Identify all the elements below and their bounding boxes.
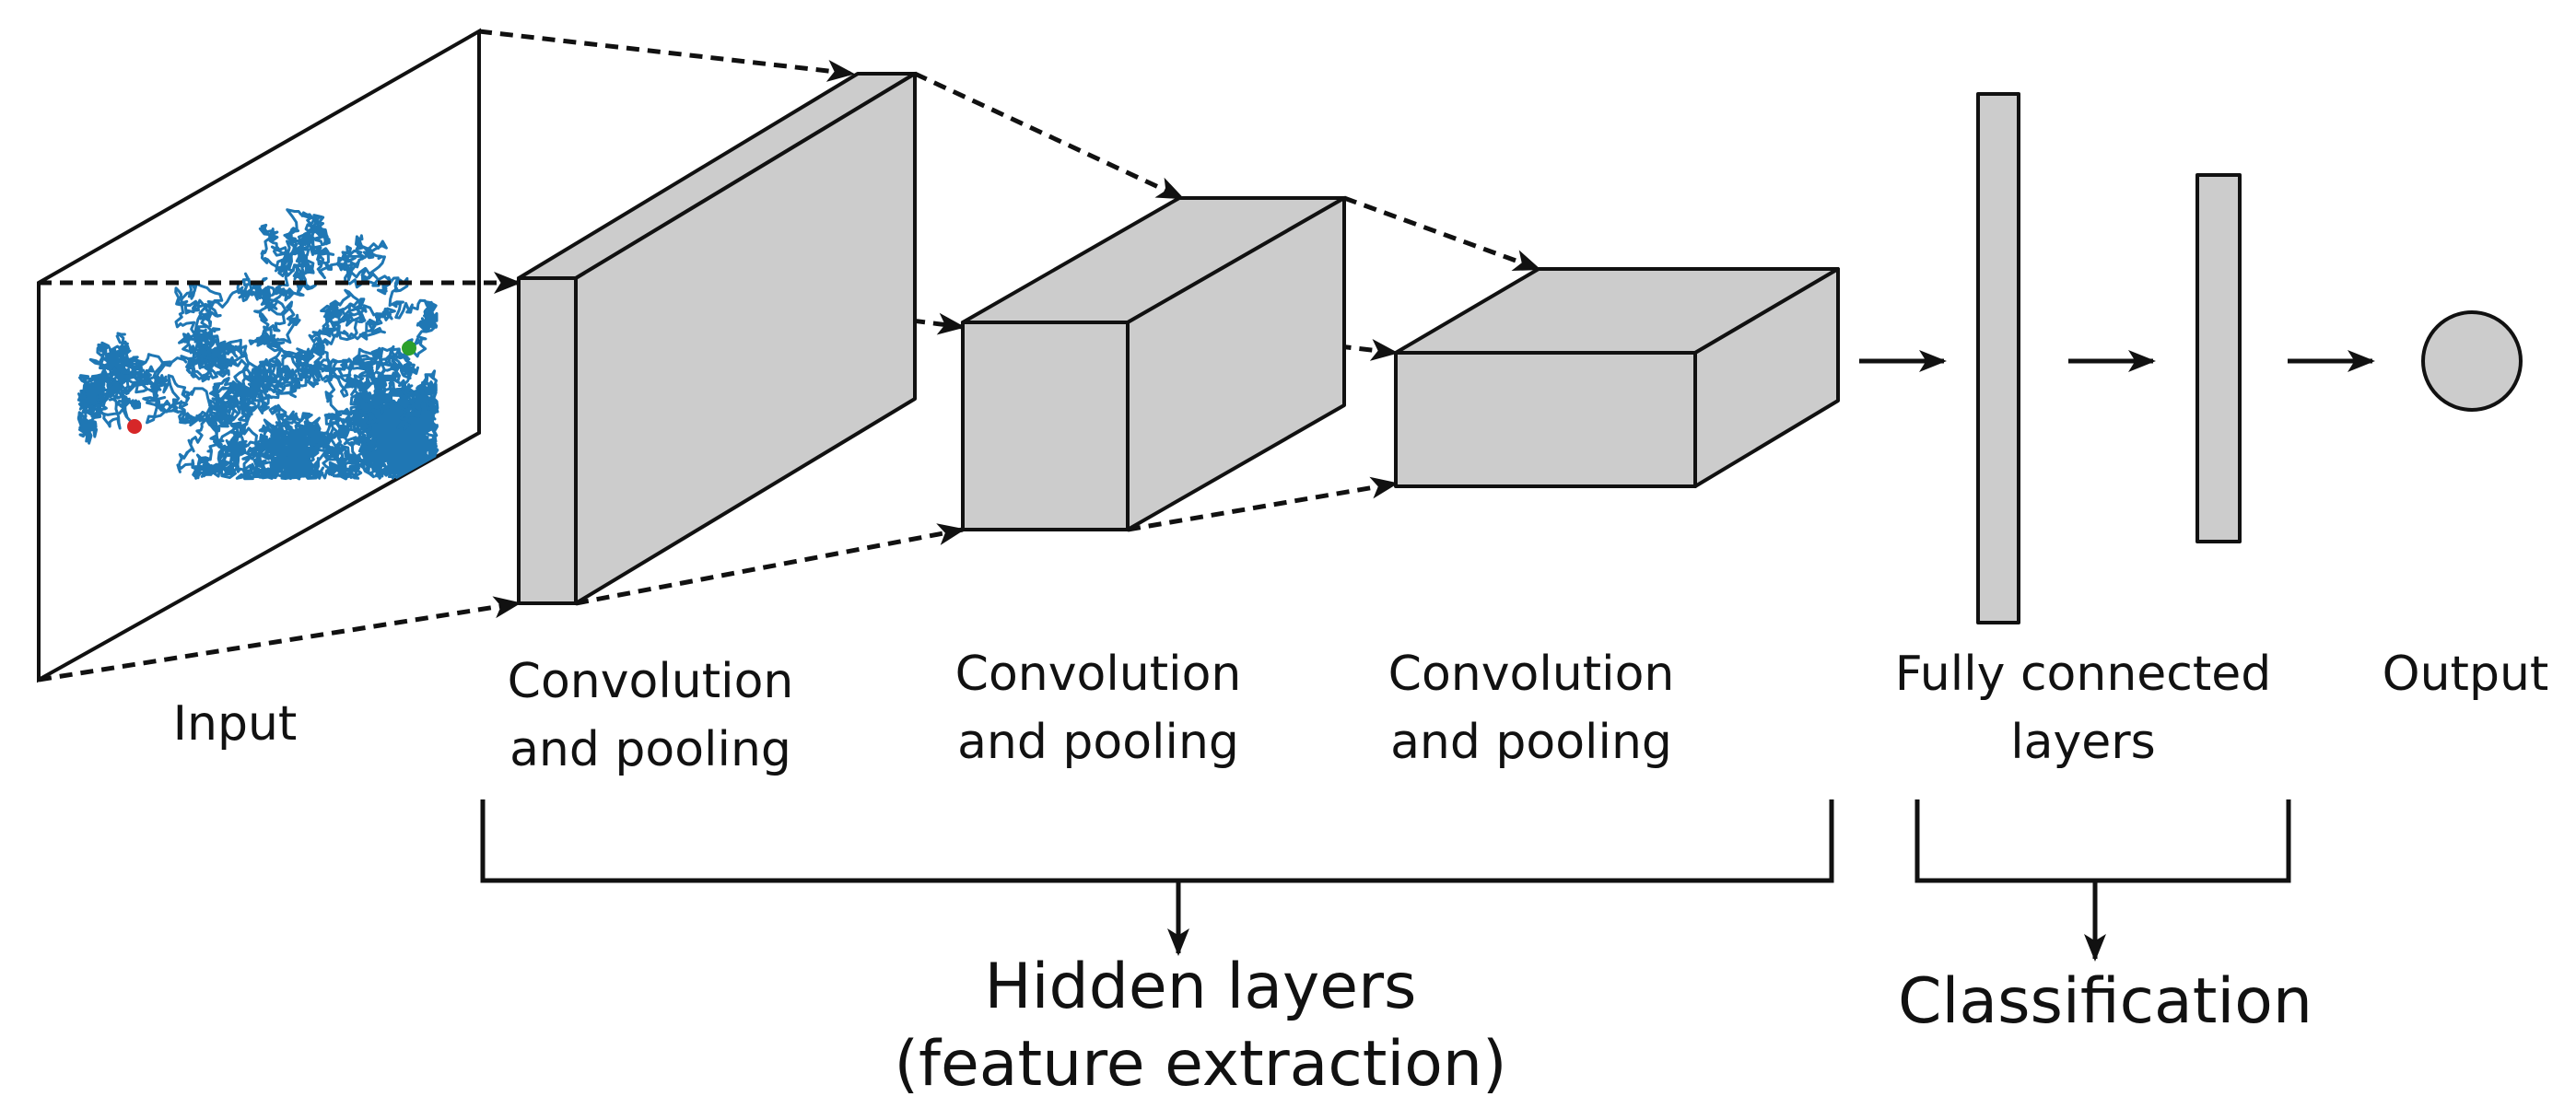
hidden-layers-label-line2: (feature extraction) [895,1028,1507,1101]
arrow-input-to-conv1-top [478,29,855,82]
input-label: Input [173,696,298,752]
classification-bracket [1914,799,2291,962]
arrow-conv1-to-conv2-bottom [575,523,966,606]
output-node [2421,310,2523,412]
output-label: Output [2383,647,2549,702]
conv2-label-line1: Convolution [955,647,1242,702]
conv-block-3 [1394,267,1840,488]
input-image-plane [37,28,481,683]
arrow-conv2-to-conv3-bottom [1127,476,1399,532]
walk-start-marker [127,419,142,434]
fc-label-line2: layers [2010,715,2156,770]
arrow-conv1-to-conv2-top [913,71,1185,201]
conv-block-2 [961,196,1346,531]
hidden-layers-bracket [480,799,1834,956]
hidden-layers-label-line1: Hidden layers [985,951,1417,1023]
random-walk-trace [76,208,439,481]
conv2-label-line2: and pooling [957,715,1239,770]
fc-label-line1: Fully connected [1895,647,2272,702]
conv1-label-line2: and pooling [509,722,791,777]
fc-layer-2 [2195,173,2242,543]
conv1-label-line1: Convolution [508,654,794,709]
fc-layer-1 [1976,92,2020,624]
classification-label: Classification [1898,965,2313,1038]
arrow-input-to-conv1-bottom [38,596,521,682]
arrow-conv2-to-conv3-top [1343,195,1541,272]
conv-block-1 [517,72,917,605]
conv3-label-line1: Convolution [1388,647,1675,702]
conv3-label-line2: and pooling [1390,715,1672,770]
walk-end-marker [402,341,416,356]
